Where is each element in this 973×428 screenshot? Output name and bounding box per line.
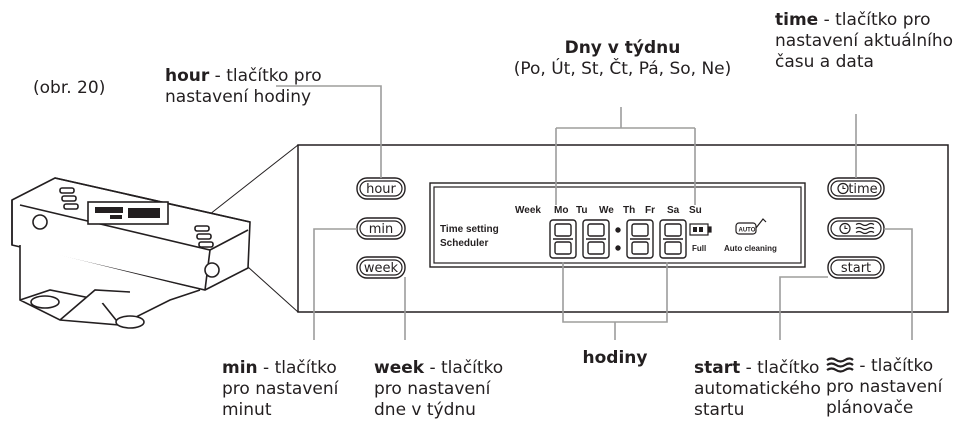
min-button-label: min	[369, 222, 394, 237]
week-button[interactable]: week	[356, 256, 406, 279]
charging-base-icon	[11, 177, 251, 329]
lcd-full-label: Full	[692, 244, 706, 253]
callout-min: min - tlačítko pro nastavení minut	[222, 358, 338, 421]
callout-min-line3: minut	[222, 400, 272, 420]
zoom-line-top	[204, 144, 299, 219]
callout-scheduler-line3: plánovače	[826, 398, 914, 418]
callout-scheduler-rest: - tlačítko	[854, 356, 934, 376]
callout-min-rest: - tlačítko	[257, 358, 337, 378]
callout-start-rest: - tlačítko	[740, 358, 820, 378]
callout-hour-rest: - tlačítko pro	[209, 66, 322, 86]
callout-week-key: week	[374, 358, 425, 378]
callout-min-key: min	[222, 358, 258, 378]
scheduler-button[interactable]	[827, 217, 885, 240]
callout-scheduler: - tlačítko pro nastavení plánovače	[826, 356, 942, 419]
callout-start-line3: startu	[694, 400, 745, 420]
battery-icon	[689, 223, 712, 236]
hour-button-label: hour	[366, 182, 396, 197]
callout-start: start - tlačítko automatického startu	[694, 358, 821, 421]
lcd-digits	[549, 219, 687, 259]
callout-week-line3: dne v týdnu	[374, 400, 476, 420]
callout-time-line2: nastavení aktuálního	[775, 31, 954, 51]
start-button-label: start	[841, 261, 871, 276]
lcd-day-we: We	[599, 205, 614, 216]
lcd-day-tu: Tu	[576, 205, 587, 216]
leader-lines	[276, 85, 913, 340]
lcd-auto-cleaning: Auto cleaning	[724, 244, 777, 253]
lcd-day-mo: Mo	[554, 205, 568, 216]
callout-days-list: (Po, Út, St, Čt, Pá, So, Ne)	[513, 59, 732, 79]
callout-week-rest: - tlačítko	[424, 358, 504, 378]
time-button-label: time	[848, 182, 877, 197]
callout-days-title: Dny v týdnu	[564, 38, 681, 58]
lcd-week-label: Week	[515, 205, 541, 216]
callout-hour: hour - tlačítko pro nastavení hodiny	[165, 66, 322, 108]
clock-icon	[839, 222, 851, 235]
week-button-label: week	[364, 261, 399, 276]
callout-week: week - tlačítko pro nastavení dne v týdn…	[374, 358, 503, 421]
callout-time-line3: času a data	[775, 52, 874, 72]
clock-icon	[837, 182, 849, 195]
callout-hodiny-key: hodiny	[582, 348, 648, 368]
lcd-auto-badge: AUTO	[739, 228, 756, 234]
waves-icon	[826, 357, 854, 373]
callout-time-rest: - tlačítko pro	[818, 10, 931, 30]
lcd-day-fr: Fr	[645, 205, 655, 216]
waves-icon	[855, 222, 875, 235]
lcd-day-th: Th	[623, 205, 635, 216]
callout-min-line2: pro nastavení	[222, 379, 339, 399]
lcd-time-setting: Time setting	[440, 224, 499, 235]
callout-hodiny: hodiny	[560, 348, 670, 369]
callout-hour-line2: nastavení hodiny	[165, 87, 312, 107]
lcd-day-sa: Sa	[667, 205, 680, 216]
auto-cleaning-icon: AUTO	[735, 218, 767, 235]
time-button[interactable]: time	[827, 177, 885, 200]
hour-button[interactable]: hour	[356, 177, 406, 200]
callout-time: time - tlačítko pro nastavení aktuálního…	[775, 10, 953, 73]
min-button[interactable]: min	[356, 217, 406, 240]
callout-time-key: time	[775, 10, 819, 30]
start-button[interactable]: start	[827, 256, 885, 279]
callout-hour-key: hour	[165, 66, 210, 86]
lcd-day-su: Su	[689, 205, 702, 216]
callout-start-line2: automatického	[694, 379, 821, 399]
callout-scheduler-line2: pro nastavení	[826, 377, 943, 397]
callout-days: Dny v týdnu (Po, Út, St, Čt, Pá, So, Ne)	[500, 38, 745, 80]
figure-label: (obr. 20)	[33, 78, 106, 98]
callout-start-key: start	[694, 358, 741, 378]
lcd-scheduler: Scheduler	[440, 238, 488, 249]
callout-week-line2: pro nastavení	[374, 379, 491, 399]
